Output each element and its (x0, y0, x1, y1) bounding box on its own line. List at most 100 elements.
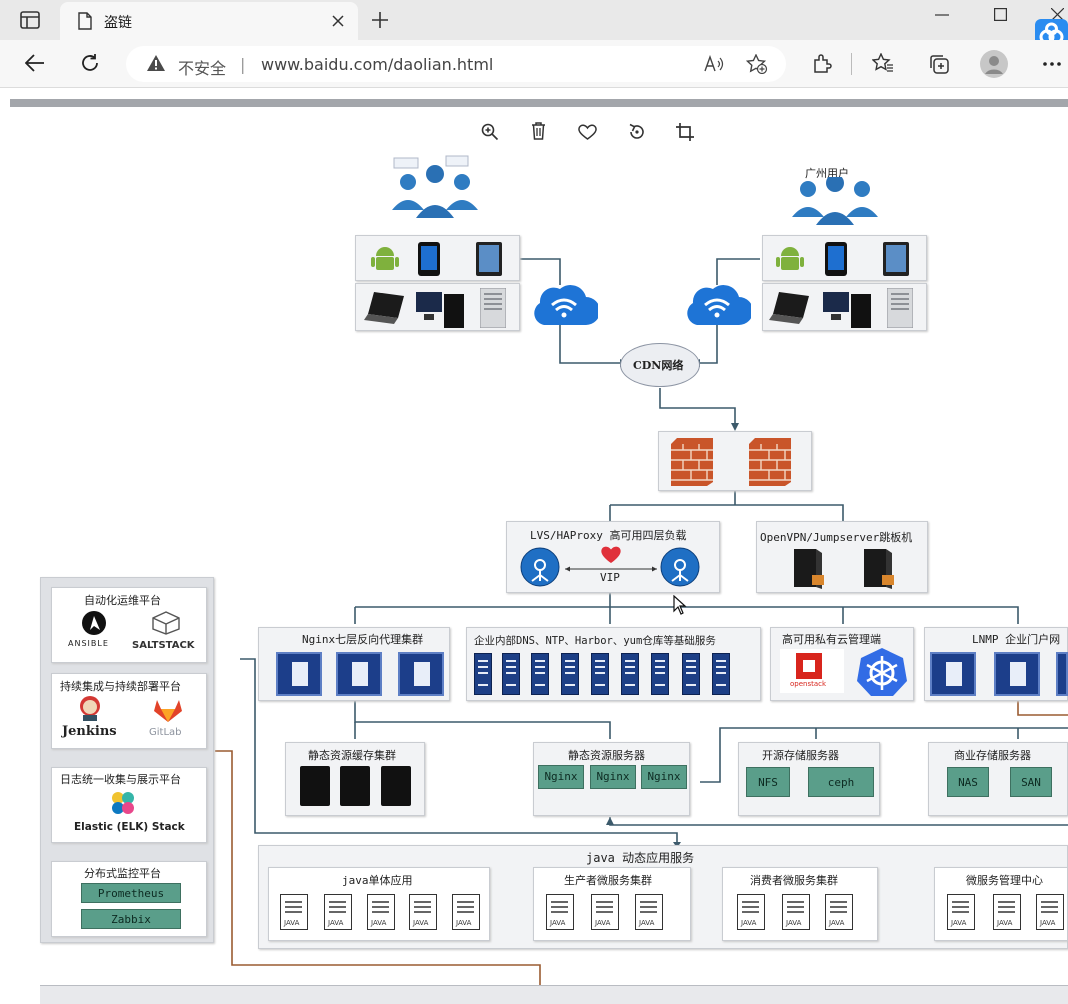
mobile-devices-panel (762, 235, 927, 281)
url-divider: | (240, 55, 246, 74)
java-app-icon: JAVA (825, 894, 853, 930)
ci-cd-label: 持续集成与持续部署平台 (60, 680, 181, 693)
openstack-logo: openstack (780, 649, 844, 693)
minimize-icon[interactable] (935, 14, 949, 16)
proxy-server-icon (276, 652, 322, 696)
open-storage-label: 开源存储服务器 (762, 749, 839, 762)
ceph-node: ceph (808, 767, 874, 797)
java-app-icon: JAVA (409, 894, 437, 930)
producer-label: 生产者微服务集群 (564, 874, 652, 887)
android-icon (371, 247, 399, 270)
laptop-icon (364, 292, 404, 324)
bastion-server-icon (794, 549, 824, 589)
security-label[interactable]: 不安全 (178, 59, 227, 78)
android-icon (776, 247, 804, 270)
java-app-icon: JAVA (452, 894, 480, 930)
java-app-icon: JAVA (782, 894, 810, 930)
page-content: 广州用户 (0, 89, 1068, 1004)
portal-server-icon (930, 652, 976, 696)
proxy-server-icon (398, 652, 444, 696)
url-text[interactable]: www.baidu.com/daolian.html (261, 55, 494, 74)
extensions-icon[interactable] (812, 54, 832, 74)
nginx-node: Nginx (538, 765, 584, 789)
static-server-label: 静态资源服务器 (568, 749, 645, 762)
tab-bar: 盗链 (0, 0, 1068, 50)
zoom-in-icon[interactable] (481, 123, 499, 141)
refresh-icon[interactable] (80, 53, 100, 73)
nfs-node: NFS (746, 767, 790, 797)
java-app-icon: JAVA (1036, 894, 1064, 930)
cache-server-icon (300, 766, 330, 806)
iphone-icon (418, 242, 440, 276)
java-single-label: java单体应用 (342, 874, 413, 887)
address-bar[interactable]: 不安全 | www.baidu.com/daolian.html (126, 46, 786, 82)
infra-server-icon (651, 653, 669, 695)
cdn-label: CDN网络 (633, 359, 684, 372)
wifi-cloud-icon (687, 285, 751, 325)
close-tab-icon[interactable] (332, 15, 344, 27)
gitlab-icon (154, 700, 182, 722)
enterprise-services-label: 企业内部DNS、NTP、Harbor、yum仓库等基础服务 (474, 635, 716, 647)
auto-ops-panel (51, 587, 207, 663)
saltstack-icon (152, 611, 180, 635)
more-menu-icon[interactable] (1043, 62, 1061, 66)
tab-actions-icon[interactable] (20, 11, 40, 29)
laptop-icon (769, 292, 809, 324)
portal-server-icon (994, 652, 1040, 696)
infra-server-icon (561, 653, 579, 695)
nginx-cluster-label: Nginx七层反向代理集群 (302, 633, 424, 646)
crop-icon[interactable] (676, 123, 694, 141)
kubernetes-icon (857, 648, 907, 696)
infra-server-icon (591, 653, 609, 695)
server-tower-icon (480, 288, 506, 328)
desktop-devices-panel (355, 283, 520, 331)
architecture-diagram: 广州用户 (10, 97, 1068, 1004)
iphone-icon (825, 242, 847, 276)
new-tab-icon[interactable] (372, 12, 388, 28)
back-icon[interactable] (25, 54, 45, 72)
static-cache-label: 静态资源缓存集群 (308, 749, 396, 762)
openvpn-label: OpenVPN/Jumpserver跳板机 (760, 531, 913, 544)
gitlab-label: GitLab (149, 727, 182, 738)
java-dynamic-label: java 动态应用服务 (586, 851, 695, 865)
profile-avatar-icon[interactable] (980, 50, 1008, 78)
cdn-node (620, 343, 700, 387)
bottom-partial-row (40, 985, 1068, 1004)
auto-ops-label: 自动化运维平台 (84, 594, 161, 607)
ansible-label: ANSIBLE (68, 639, 109, 648)
desktop-icon (823, 292, 871, 328)
maximize-icon[interactable] (994, 8, 1007, 21)
elastic-icon (112, 792, 134, 814)
collections-icon[interactable] (928, 53, 950, 75)
wifi-cloud-icon (534, 285, 598, 325)
add-favorite-icon[interactable] (746, 54, 768, 74)
nas-node: NAS (947, 767, 989, 797)
monitor-label: 分布式监控平台 (84, 867, 161, 880)
desktop-icon (416, 292, 464, 328)
openvpn-panel (756, 521, 928, 593)
zabbix-node: Zabbix (81, 909, 181, 929)
java-app-icon: JAVA (947, 894, 975, 930)
portal-server-icon (1056, 652, 1068, 696)
cache-server-icon (381, 766, 411, 806)
java-app-icon: JAVA (367, 894, 395, 930)
favorites-icon[interactable] (872, 53, 894, 73)
load-balancer-icon (520, 547, 560, 587)
delete-icon[interactable] (531, 122, 546, 140)
rotate-icon[interactable] (628, 123, 646, 141)
infra-server-icon (712, 653, 730, 695)
read-aloud-icon[interactable] (704, 55, 724, 73)
warning-icon[interactable] (146, 54, 166, 72)
tab-title: 盗链 (104, 15, 132, 31)
consumer-label: 消费者微服务集群 (750, 874, 838, 887)
active-tab[interactable]: 盗链 (60, 2, 358, 40)
firewall-icon (749, 438, 791, 486)
users-group-icon (792, 177, 878, 225)
desktop-devices-panel (762, 283, 927, 331)
browser-toolbar: 不安全 | www.baidu.com/daolian.html (0, 40, 1068, 88)
java-app-icon: JAVA (324, 894, 352, 930)
ms-center-label: 微服务管理中心 (966, 874, 1043, 887)
mobile-devices-panel (355, 235, 520, 281)
heart-icon[interactable] (578, 124, 597, 140)
page-icon (78, 12, 92, 30)
